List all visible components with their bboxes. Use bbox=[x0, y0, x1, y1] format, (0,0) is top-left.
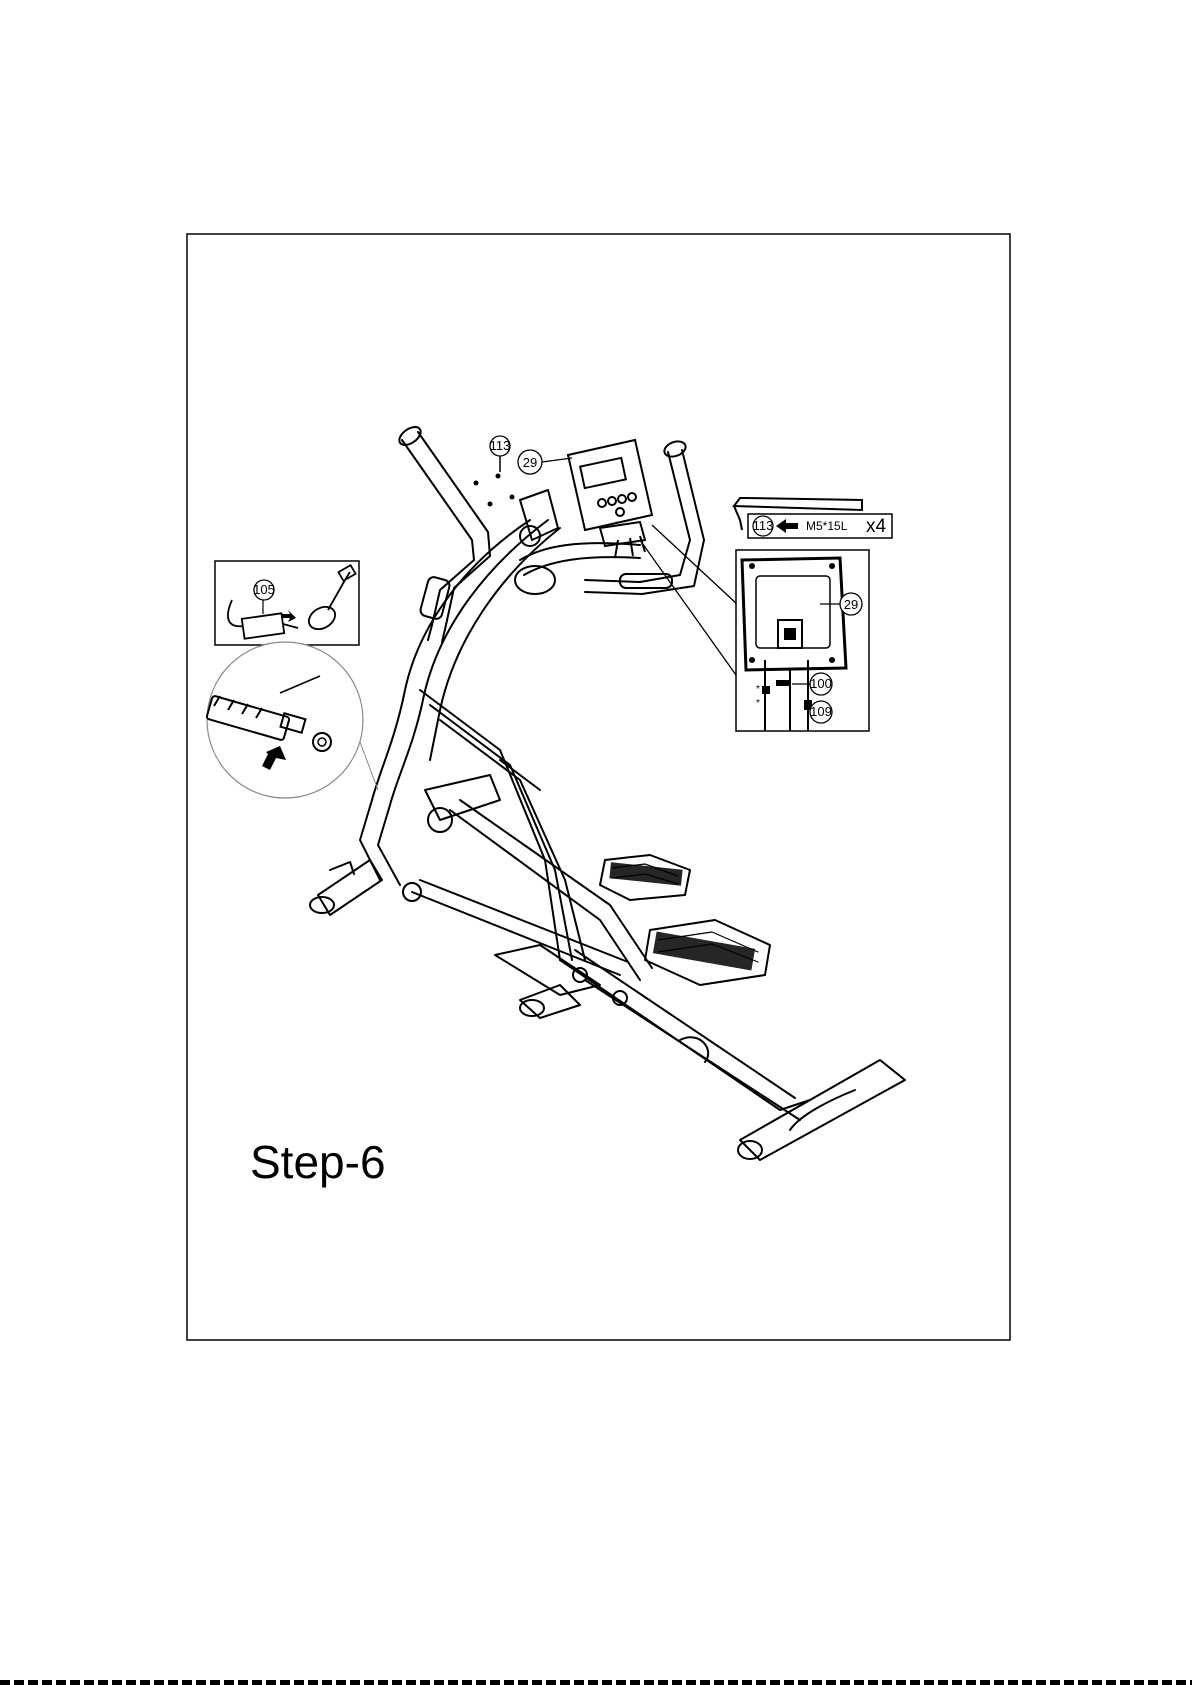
callout-100-label: 100 bbox=[810, 676, 832, 691]
svg-text:*: * bbox=[756, 698, 760, 709]
step-title: Step-6 bbox=[250, 1136, 386, 1188]
rear-rail bbox=[560, 950, 905, 1160]
pedals bbox=[600, 855, 770, 985]
console-unit bbox=[568, 440, 652, 558]
callout-29-console-label: 29 bbox=[523, 455, 537, 470]
left-handlebar bbox=[396, 423, 490, 642]
front-stabilizer bbox=[310, 860, 382, 915]
cable-detail-circle bbox=[206, 642, 378, 798]
cross-members bbox=[495, 945, 708, 1062]
callout-109-label: 109 bbox=[810, 704, 832, 719]
callout-109: 109 bbox=[810, 701, 832, 723]
bolt-quantity: x4 bbox=[866, 516, 887, 537]
hardware-box: 113 M5*15L x4 bbox=[734, 498, 892, 538]
callout-105-label: 105 bbox=[253, 582, 275, 597]
bolt-icons bbox=[474, 455, 515, 507]
callout-113-top: 113 bbox=[490, 436, 511, 456]
power-adapter-box: 105 bbox=[215, 561, 359, 645]
svg-text:*: * bbox=[756, 684, 760, 695]
bolt-spec: M5*15L bbox=[806, 519, 848, 533]
nut-icon bbox=[313, 733, 331, 751]
console-detail-box: * * bbox=[736, 550, 869, 731]
console-mast bbox=[372, 490, 640, 805]
hardware-part-number: 113 bbox=[753, 518, 774, 533]
leader-line bbox=[652, 525, 738, 605]
leader-line bbox=[640, 540, 736, 675]
callout-29-detail-label: 29 bbox=[844, 597, 858, 612]
callout-29-console: 29 bbox=[518, 450, 572, 474]
page-bottom-rule bbox=[0, 1680, 1192, 1685]
callout-113-top-label: 113 bbox=[490, 438, 511, 453]
